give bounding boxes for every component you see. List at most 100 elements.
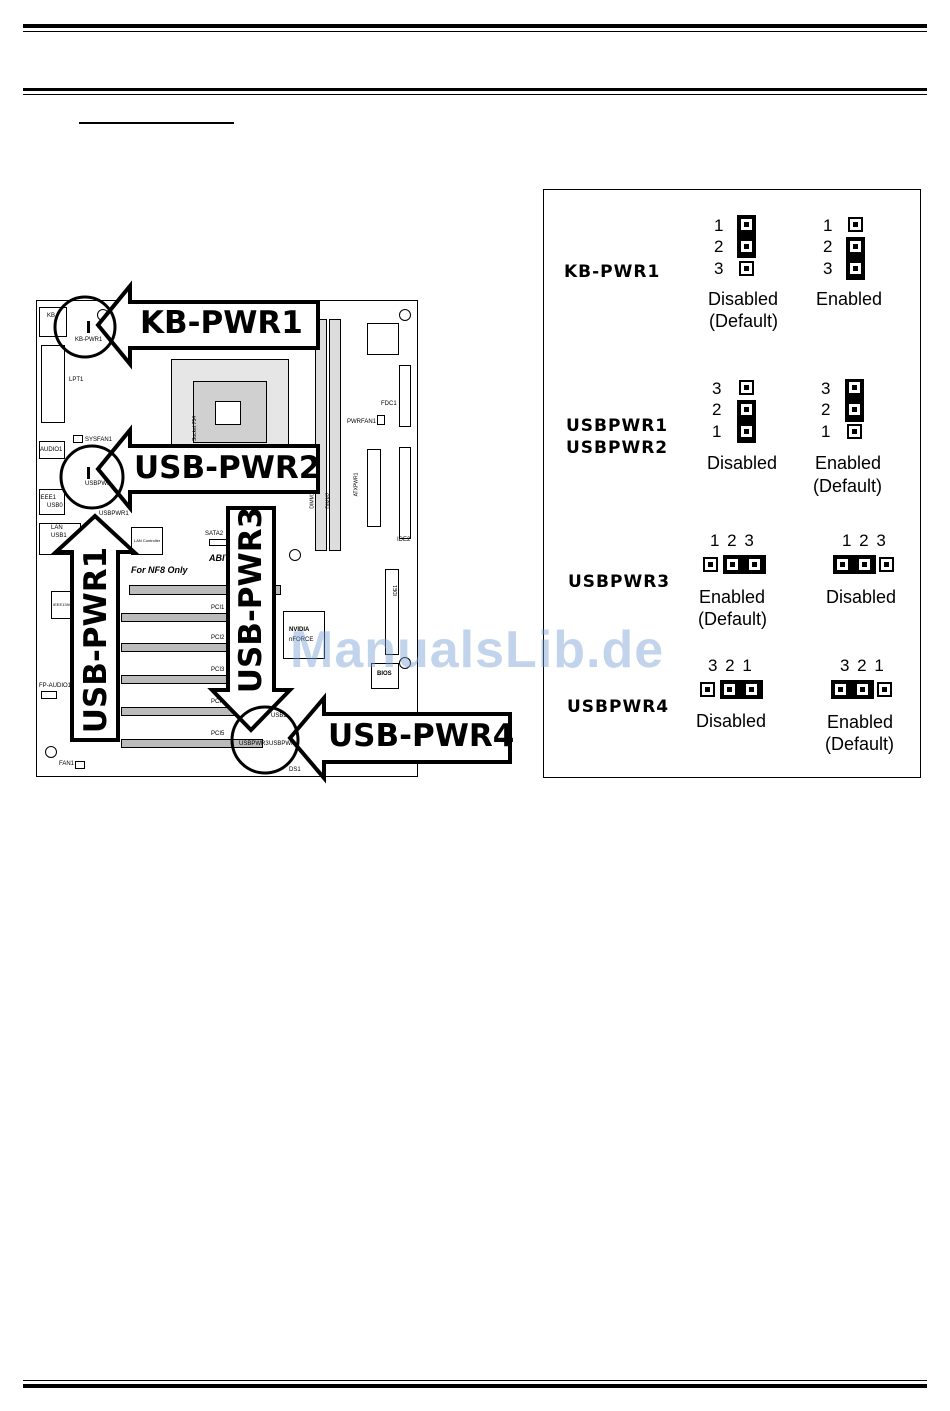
usbpwr3-option-a-note: (Default) xyxy=(698,609,768,629)
ide2-label: IDE2 xyxy=(397,537,411,543)
jumper-pin xyxy=(722,682,737,697)
ieee-usb0-connector xyxy=(39,489,65,515)
pin-numbers: 3 2 1 xyxy=(708,656,752,675)
chipset xyxy=(283,611,325,659)
pin-numbers: 1 2 3 xyxy=(842,531,886,550)
usbpwr1-label: USBPWR1 xyxy=(99,511,129,517)
kb-pwr1-option-a: Disabled xyxy=(708,289,779,309)
pci4-label: PCI4 xyxy=(211,699,225,705)
usb-pwr1-callout: USB-PWR1 xyxy=(78,546,114,734)
pwrfan1-header xyxy=(377,415,385,425)
pin-number: 2 xyxy=(823,237,833,256)
pin-numbers: 1 2 3 xyxy=(710,531,754,550)
usb-pwr2-callout: USB-PWR2 xyxy=(134,450,321,486)
jumper-pin xyxy=(857,557,872,572)
jumper-pin xyxy=(833,682,848,697)
fan1-header xyxy=(75,761,85,769)
usbpwr2-label: USBPWR2 xyxy=(85,481,115,487)
jumper-pin xyxy=(855,682,870,697)
jumper-pin xyxy=(835,557,850,572)
cpu-socket-core xyxy=(215,401,241,425)
pin-numbers: 3 2 1 xyxy=(840,656,884,675)
kb-pwr1-name: KB-PWR1 xyxy=(564,262,661,282)
jumper-pin xyxy=(739,424,754,439)
jumper-pin xyxy=(848,261,863,276)
usb-pwr34-ring xyxy=(230,705,300,775)
nvidia-label: NVIDIA xyxy=(289,627,310,633)
bios-chip-top xyxy=(367,323,399,355)
lan-controller-label: LAN Controller xyxy=(134,538,161,543)
jumper-pin xyxy=(725,557,740,572)
lan-label: LAN xyxy=(51,525,63,531)
usb-pwr2-arrow xyxy=(95,424,320,514)
pci2-label: PCI2 xyxy=(211,635,225,641)
fan1-label: FAN1 xyxy=(59,761,75,767)
ide2-connector xyxy=(399,447,411,539)
usbpwr4-option-b: Enabled xyxy=(827,712,894,732)
dimm2-slot xyxy=(329,319,341,551)
usbpwr3-option-a: Enabled xyxy=(699,587,766,607)
pin-number: 1 xyxy=(823,216,833,235)
fpaudio-label: FP-AUDIO1 xyxy=(39,683,72,689)
lan-controller-chip xyxy=(131,527,163,555)
mount-hole xyxy=(399,657,411,669)
usbpwr3-option-b: Disabled xyxy=(826,587,897,607)
section-title-underline xyxy=(79,122,234,124)
sata2-label: SATA2 xyxy=(205,531,224,537)
usbpwr2-name: USBPWR2 xyxy=(566,438,669,458)
jumper-pin xyxy=(879,557,894,572)
usbpwr4-name: USBPWR4 xyxy=(567,697,670,717)
fpaudio-header xyxy=(41,691,57,699)
usbpwr4-option-b-note: (Default) xyxy=(825,734,895,754)
usb0-label: USB0 xyxy=(47,503,63,509)
jumper-pin xyxy=(739,239,754,254)
sysfan1-label: SYSFAN1 xyxy=(85,437,113,443)
jumper-pin xyxy=(847,402,862,417)
usbpwr1-name: USBPWR1 xyxy=(566,416,669,436)
usbpwr4-label: USBPWR4 xyxy=(269,741,299,747)
pin-number: 3 xyxy=(823,259,833,278)
footer-rule-thin xyxy=(23,1380,927,1381)
footer-rule xyxy=(23,1384,927,1388)
kb-pwr1-arrow xyxy=(95,280,320,370)
header-rule-top xyxy=(23,24,927,28)
header-rule-bottom xyxy=(23,88,927,91)
pin-number: 3 xyxy=(714,259,724,278)
header-rule-bottom-thin xyxy=(23,94,927,95)
kb-pwr1-ring xyxy=(53,295,117,359)
kb-pwr1-option-b: Enabled xyxy=(816,289,883,309)
lpt1-connector xyxy=(41,345,65,423)
pin-number: 2 xyxy=(712,400,722,419)
jumper-pin xyxy=(877,682,892,697)
pin-number: 3 xyxy=(712,379,722,398)
jumper-pin xyxy=(747,557,762,572)
usbpwr12-option-b: Enabled xyxy=(815,453,882,473)
agp-slot xyxy=(129,585,281,595)
audio1-label: AUDIO1 xyxy=(40,447,63,453)
usb-pwr3-arrow xyxy=(207,506,295,733)
nf8-label: For NF8 Only xyxy=(131,565,188,575)
jumper-pin xyxy=(848,239,863,254)
kb-label: KB xyxy=(47,313,56,319)
pin-number: 1 xyxy=(714,216,724,235)
pin-number: 3 xyxy=(821,379,831,398)
pin-number: 2 xyxy=(714,237,724,256)
jumper-pin xyxy=(703,557,718,572)
ide1-connector xyxy=(385,569,399,655)
pci5-slot xyxy=(121,739,263,748)
lpt1-label: LPT1 xyxy=(69,377,84,383)
bios-chip xyxy=(371,663,399,689)
kbpwr1-header xyxy=(87,321,90,333)
pin-number: 1 xyxy=(712,422,722,441)
usbpwr3-label: USBPWR3 xyxy=(239,741,269,747)
jumper-pin xyxy=(739,217,754,232)
jumper-pin xyxy=(744,682,759,697)
jumper-pin xyxy=(700,682,715,697)
jumper-pin xyxy=(739,380,754,395)
usb1-label: USB1 xyxy=(51,533,67,539)
usb-pwr2-ring xyxy=(59,444,125,510)
fdc1-label: FDC1 xyxy=(381,401,397,407)
nforce-label: nFORCE xyxy=(289,637,314,643)
pci5-label: PCI5 xyxy=(211,731,225,737)
